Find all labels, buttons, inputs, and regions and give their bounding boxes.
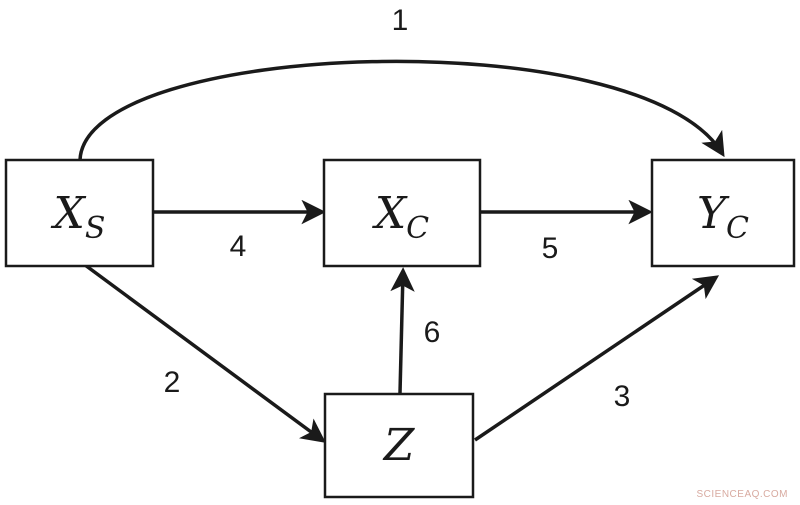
edge-xs-to-z	[83, 263, 326, 443]
edge-labels: 1 2 3 4 5 6	[164, 4, 631, 413]
node-xc: XC	[322, 158, 482, 268]
node-yc-label: YC	[697, 188, 749, 246]
edge-z-to-xc	[390, 267, 415, 394]
edge-label-4: 4	[230, 230, 247, 263]
edge-label-3: 3	[614, 380, 631, 413]
watermark: SCIENCEAQ.COM	[696, 489, 788, 500]
node-z: Z	[323, 392, 475, 499]
node-xc-label: XC	[372, 188, 429, 246]
edge-label-5: 5	[542, 232, 559, 265]
edge-label-1: 1	[392, 4, 409, 37]
edge-xs-to-yc	[78, 59, 725, 161]
node-yc-box	[650, 158, 796, 268]
node-xs-label: XS	[51, 188, 106, 246]
edges	[78, 59, 725, 443]
node-xc-box	[322, 158, 482, 268]
edge-z-to-yc	[474, 275, 720, 442]
node-xs-box	[4, 158, 155, 268]
node-xs: XS	[4, 158, 155, 268]
edge-label-6: 6	[424, 316, 441, 349]
node-z-label: Z	[382, 420, 416, 471]
edge-label-2: 2	[164, 366, 181, 399]
node-z-box	[323, 392, 475, 499]
node-yc: YC	[650, 158, 796, 268]
